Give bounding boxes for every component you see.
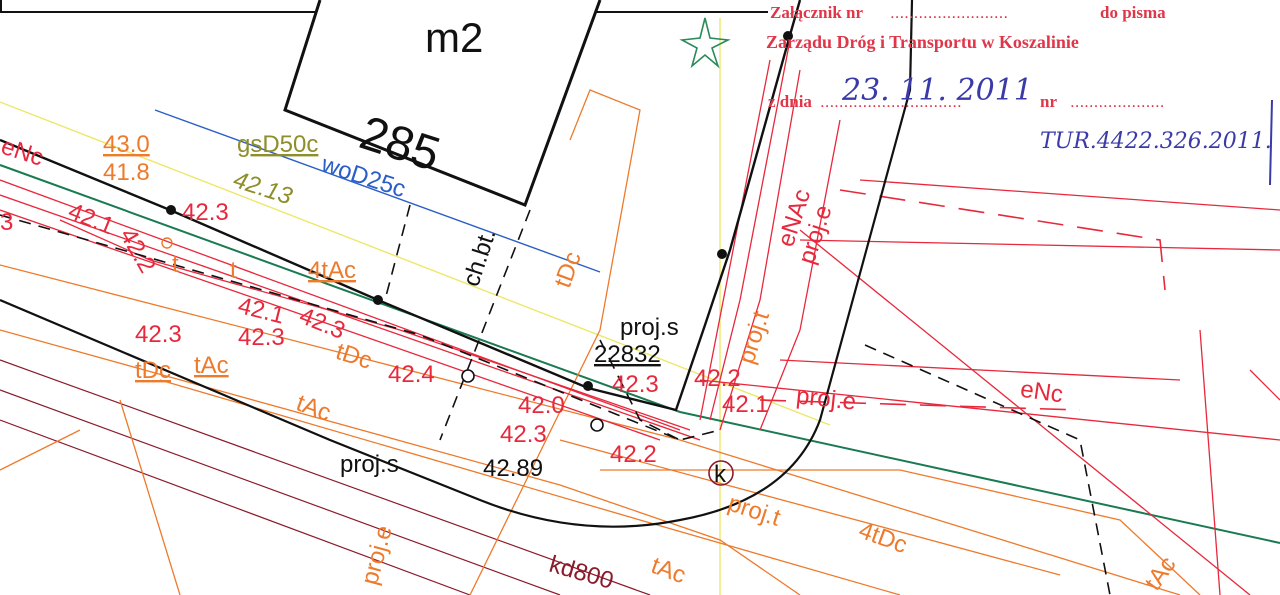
- elev-l14: 42.1: [722, 391, 769, 418]
- label-eNc-right: eNc: [1019, 376, 1065, 409]
- parcel-boundary: [0, 0, 802, 412]
- stamp-dots-1: .........................: [890, 3, 1008, 22]
- sewer-lines: [0, 359, 651, 595]
- elev-l6: 42.3: [135, 321, 182, 348]
- manholes: [461, 369, 604, 432]
- elev-l7: 42.3: [238, 324, 285, 351]
- stamp-mark: [1269, 99, 1273, 186]
- stamp-dots-3: ....................: [1070, 92, 1164, 111]
- label-3: 3: [0, 209, 13, 236]
- yellow-lines: [0, 18, 831, 595]
- water-line: [154, 109, 601, 273]
- label-tDc-1: tDc: [135, 357, 171, 384]
- elev-l11: 42.2: [610, 441, 657, 468]
- stamp-line3-nr: nr: [1040, 92, 1057, 111]
- stamp-line2: Zarządu Dróg i Transportu w Koszalinie: [766, 32, 1079, 52]
- stamp-date: 23. 11. 2011: [841, 73, 1033, 108]
- k-well-circle: [708, 460, 734, 486]
- label-kd800: kd800: [546, 551, 616, 595]
- label-proj-t-1: proj.t: [725, 490, 784, 532]
- elev-l15: 42.89: [483, 455, 543, 482]
- label-t-1: t: [172, 251, 179, 278]
- label-4tAc: 4tAc: [308, 257, 356, 284]
- label-4tDc: 4tDc: [855, 517, 911, 559]
- elev-l8: 42.4: [388, 361, 435, 388]
- label-proj-e-2: proj.e: [795, 383, 858, 416]
- building-outline: [283, 0, 602, 207]
- label-proj-s-1: proj.s: [620, 314, 679, 341]
- stamp-number: TUR.4422.326.2011.: [1040, 129, 1272, 154]
- gas-label: gsD50c: [237, 131, 318, 158]
- proj-e-dashed: [759, 189, 1166, 411]
- label-proj-s-num: 22832: [594, 341, 661, 368]
- elev-l9: 42.0: [518, 392, 565, 419]
- elev-top-b: 41.8: [103, 159, 150, 186]
- dashed-lines: [0, 204, 1111, 595]
- label-tAc-5: tAc: [1140, 552, 1182, 595]
- elev-l13: 42.2: [694, 365, 741, 392]
- stamp-line3-prefix: z dnia: [768, 92, 812, 111]
- stamp-line1-suffix: do pisma: [1100, 3, 1166, 22]
- building-label: m2: [425, 14, 483, 61]
- label-proj-e-3: proj.e: [356, 523, 398, 588]
- t-point-marker: [161, 237, 173, 249]
- label-tAc-4: tAc: [648, 552, 690, 589]
- label-chbt: ch.bt.: [458, 226, 502, 290]
- boundary-points: [166, 31, 793, 391]
- elev-l3: 42.2: [114, 224, 161, 278]
- label-eNc-left: eNc: [0, 133, 47, 172]
- label-tDc-3: tDc: [549, 248, 587, 291]
- telecom-lines: [0, 89, 1201, 595]
- stamp-dots-2: ..............................: [820, 92, 962, 111]
- label-proj-s-2: proj.s: [340, 451, 399, 478]
- green-boundary-line: [0, 164, 1280, 544]
- stamp-line1-prefix: Załącznik nr: [770, 3, 863, 22]
- elev-l12: 42.3: [612, 371, 659, 398]
- power-lines: [0, 39, 1280, 595]
- label-proj-t-2: proj.t: [733, 308, 775, 367]
- label-tAc-2: tAc: [194, 352, 229, 379]
- road-edge: [0, 0, 914, 528]
- label-k: k: [714, 461, 727, 488]
- star-icon: [679, 17, 731, 69]
- approval-stamp: Załącznik nr ......................... d…: [766, 3, 1273, 186]
- label-t-2: t: [230, 257, 237, 284]
- elev-l5: 42.3: [295, 302, 348, 345]
- elev-l10: 42.3: [500, 421, 547, 448]
- elev-l1: 42.3: [182, 199, 229, 226]
- elev-top-a: 43.0: [103, 131, 150, 158]
